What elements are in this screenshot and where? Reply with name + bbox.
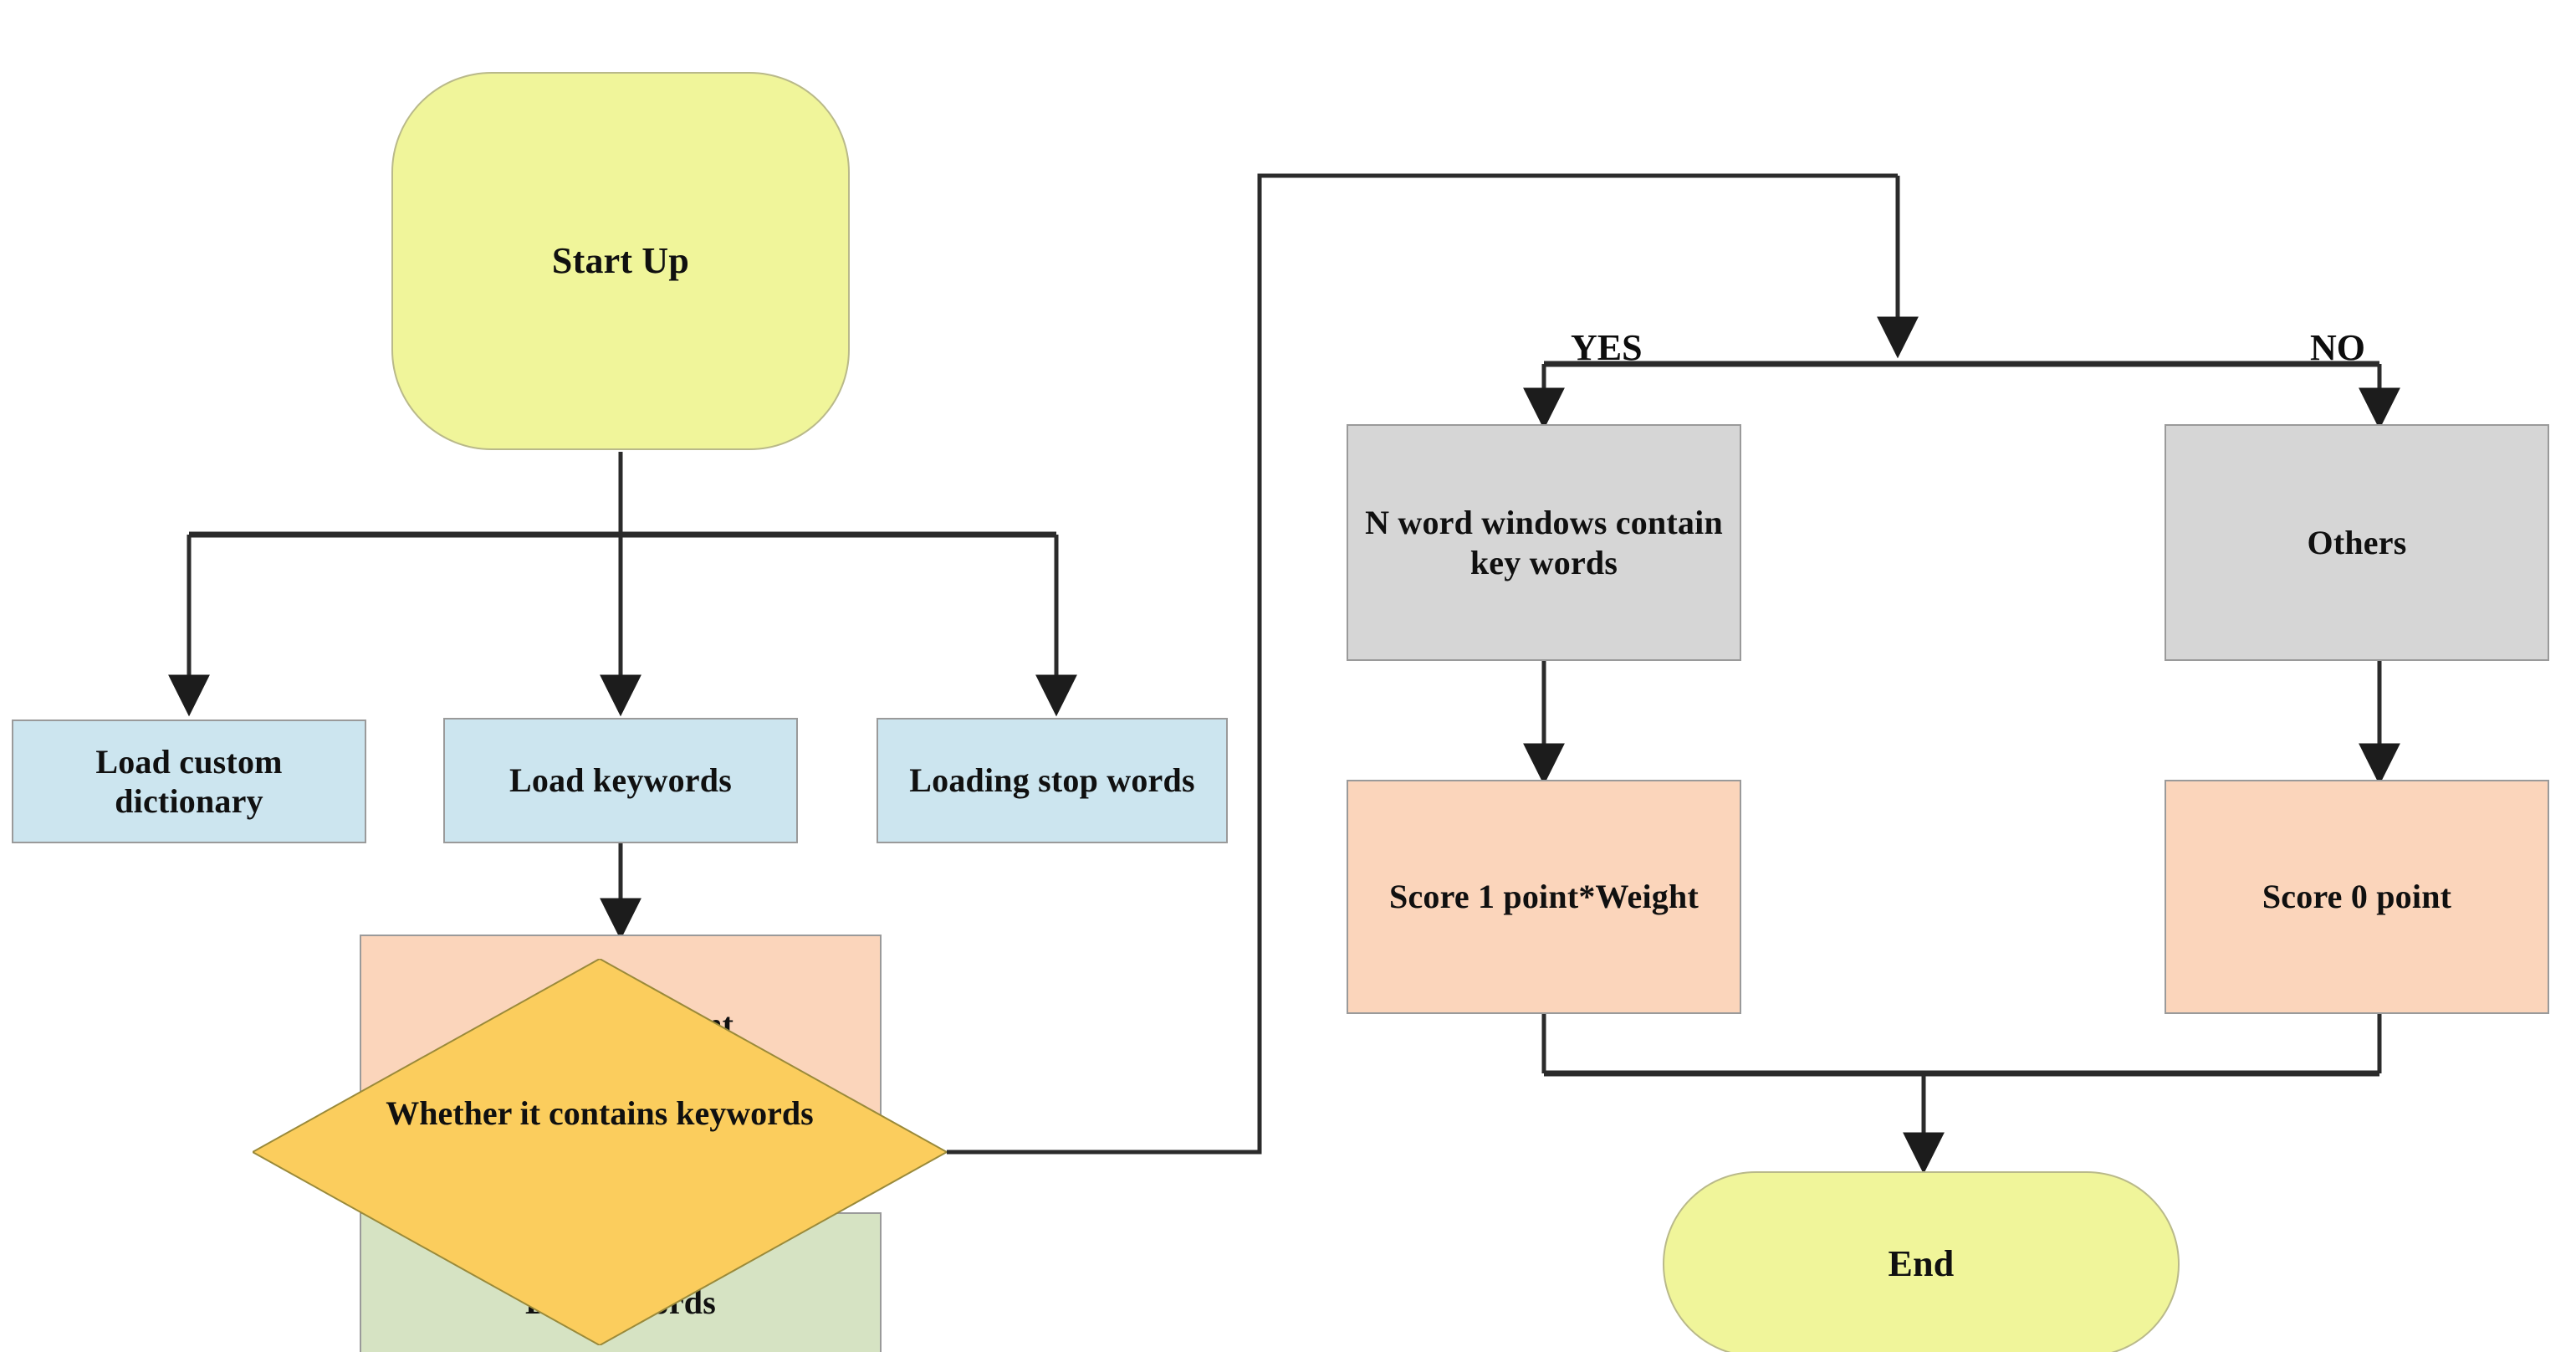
node-load-keywords-label: Load keywords — [509, 761, 732, 800]
node-loading-stop-words[interactable]: Loading stop words — [877, 718, 1228, 843]
node-decision-label: Whether it contains keywords — [386, 1094, 814, 1132]
decision-diamond-shape — [253, 959, 947, 1345]
node-others[interactable]: Others — [2165, 424, 2549, 661]
node-n-word-windows[interactable]: N word windows contain key words — [1347, 424, 1741, 661]
node-load-custom-dictionary[interactable]: Load custom dictionary — [12, 720, 366, 843]
edge-label-yes: YES — [1571, 327, 1643, 368]
node-load-keywords[interactable]: Load keywords — [443, 718, 798, 843]
node-loading-stop-words-label: Loading stop words — [909, 761, 1195, 800]
node-decision[interactable]: Whether it contains keywords — [253, 959, 947, 1345]
node-end[interactable]: End — [1663, 1171, 2180, 1352]
node-score-zero[interactable]: Score 0 point — [2165, 780, 2549, 1014]
node-start-up-label: Start Up — [551, 240, 690, 282]
node-end-label: End — [1888, 1243, 1955, 1285]
node-start-up[interactable]: Start Up — [391, 72, 850, 450]
node-score-one[interactable]: Score 1 point*Weight — [1347, 780, 1741, 1014]
node-n-word-windows-label: N word windows contain key words — [1365, 504, 1723, 581]
node-load-custom-dictionary-label: Load custom dictionary — [95, 742, 283, 820]
node-score-zero-label: Score 0 point — [2262, 878, 2452, 916]
node-score-one-label: Score 1 point*Weight — [1389, 878, 1699, 916]
edge-label-no: NO — [2310, 327, 2365, 368]
node-others-label: Others — [2307, 523, 2407, 561]
